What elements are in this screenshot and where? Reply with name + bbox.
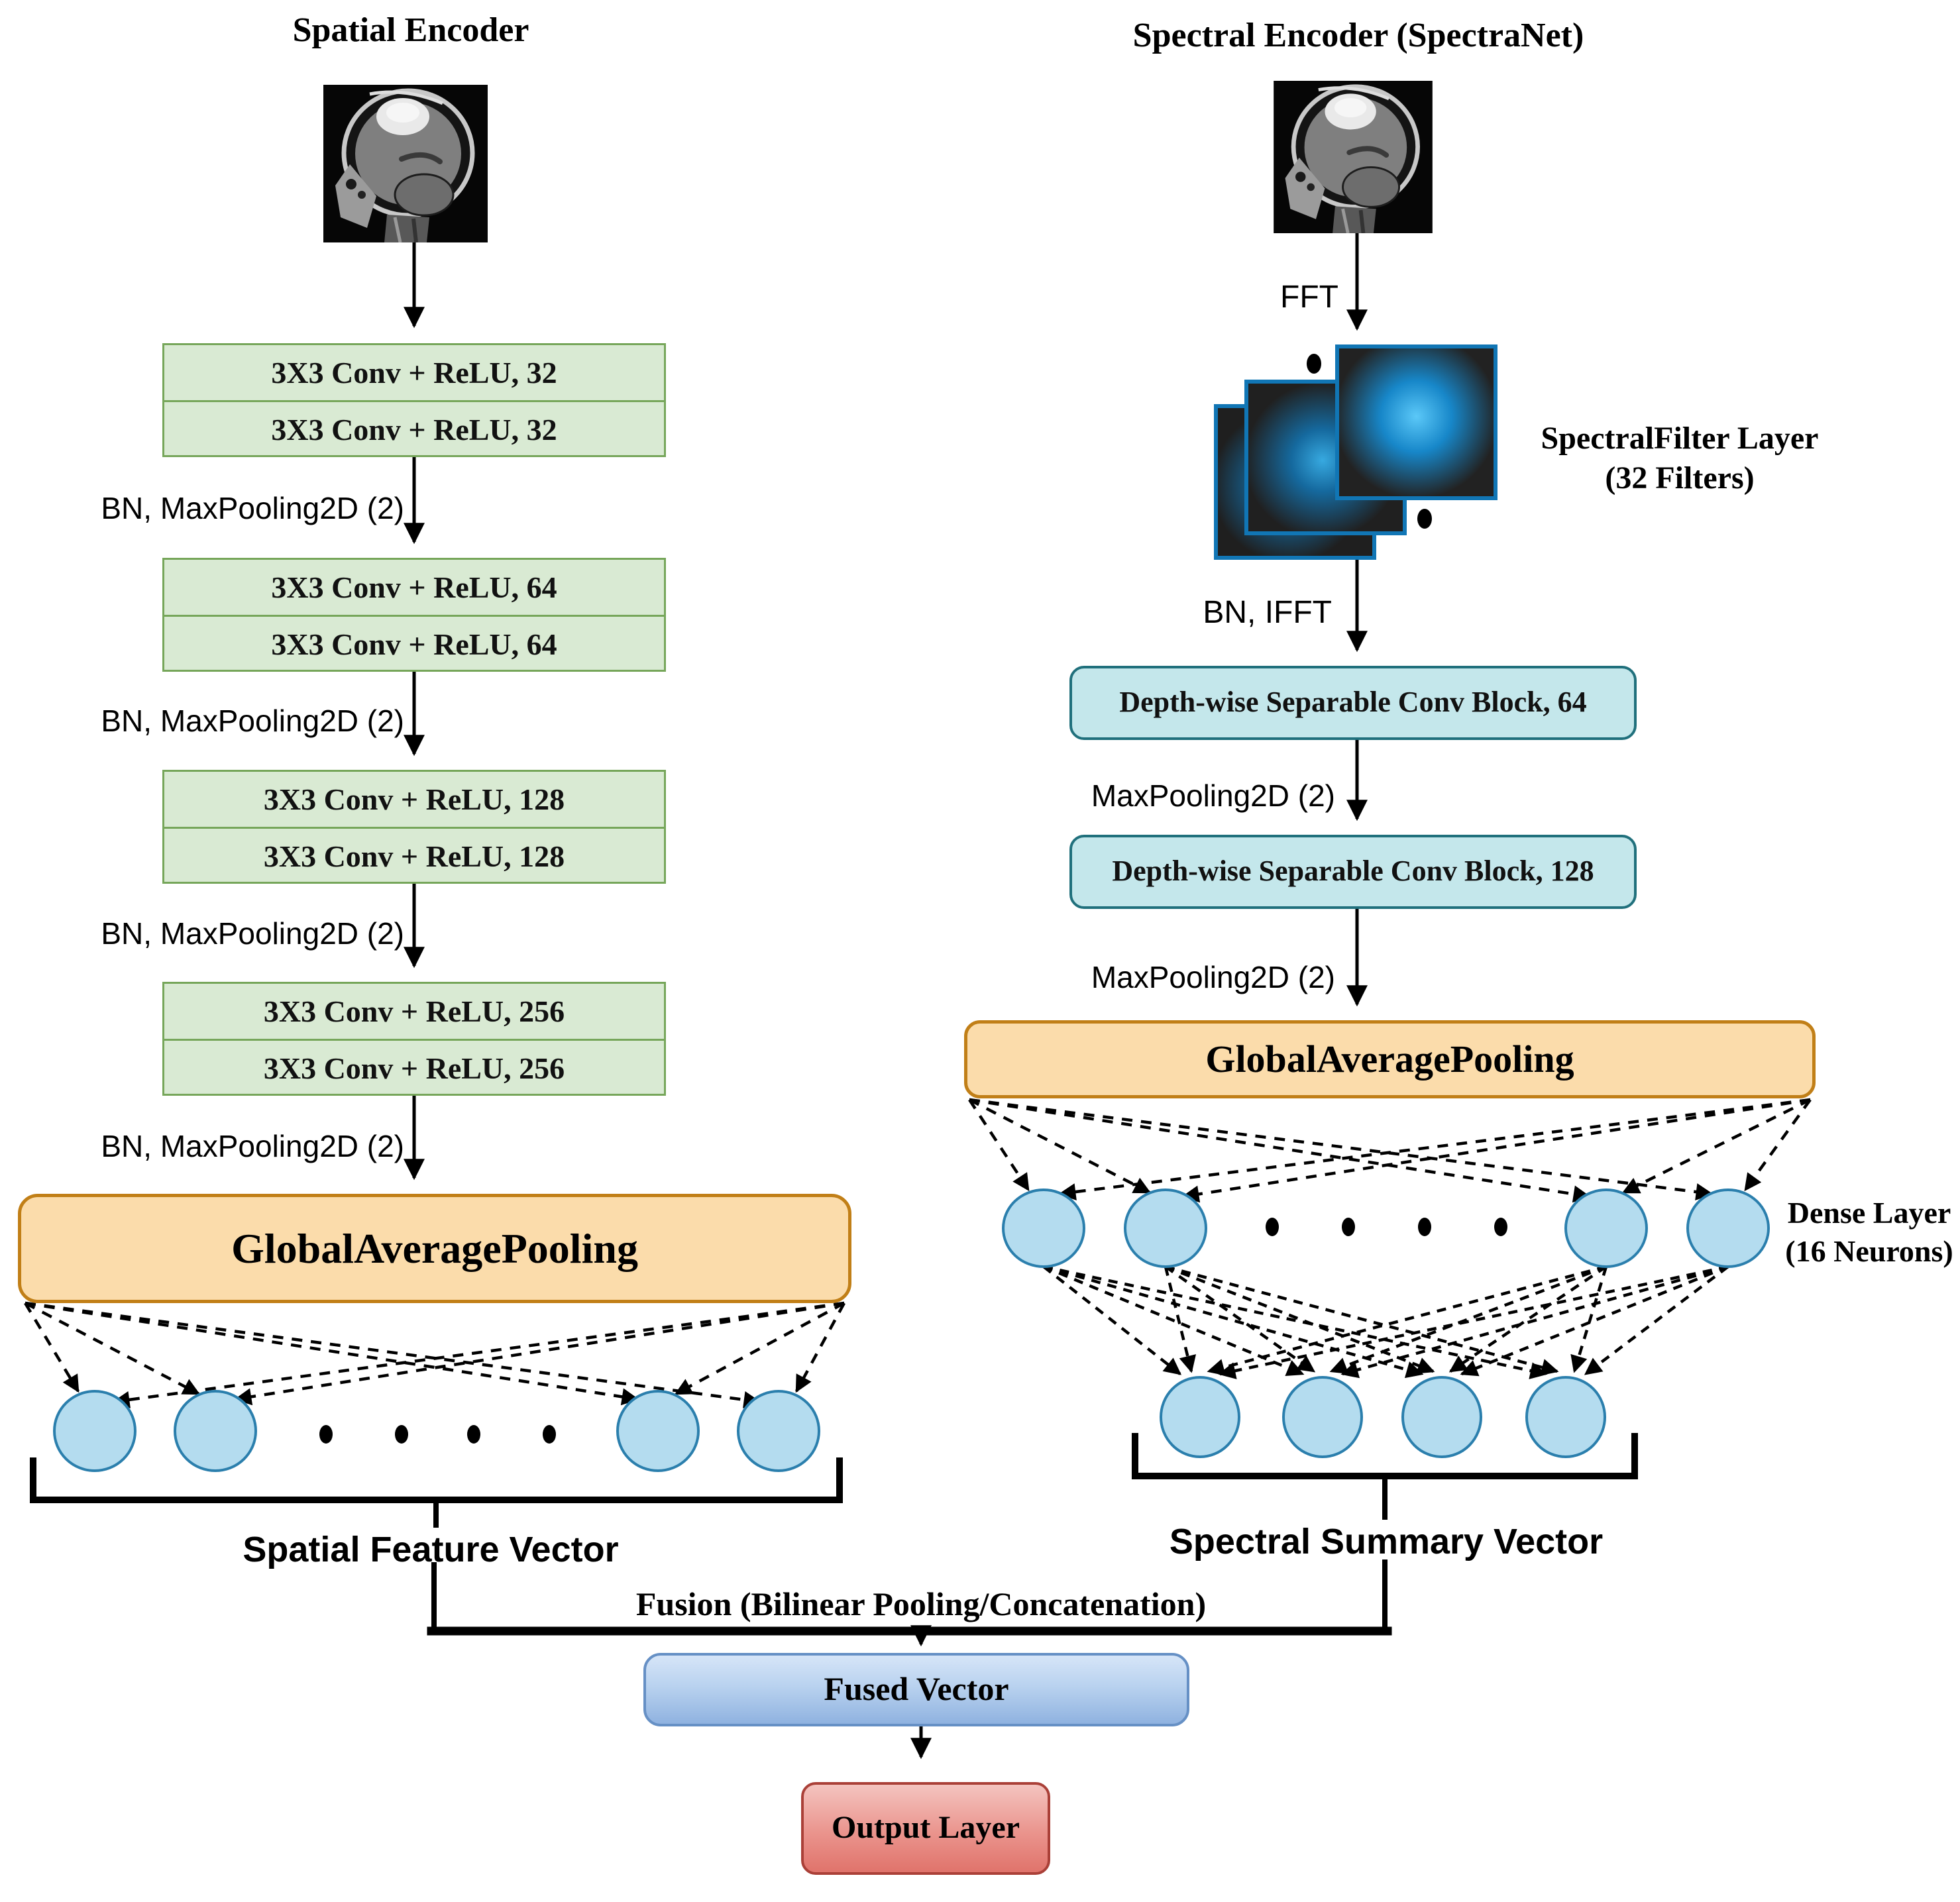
dense-ellipsis-dots <box>1266 1218 1507 1236</box>
solid-flow-arrows <box>404 231 1368 1760</box>
conv-row: 3X3 Conv + ReLU, 256 <box>263 1051 565 1085</box>
dense-row1-neurons <box>1002 1189 1770 1268</box>
conv-row: 3X3 Conv + ReLU, 32 <box>164 345 664 402</box>
spectral-filter-layer-label: SpectralFilter Layer <box>1541 421 1819 456</box>
spectral-gap-box: GlobalAveragePooling <box>964 1020 1816 1098</box>
spectral-filter-front <box>1335 344 1497 500</box>
fusion-label: Fusion (Bilinear Pooling/Concatenation) <box>635 1585 1207 1622</box>
output-layer-box: Output Layer <box>801 1782 1050 1875</box>
conv-row: 3X3 Conv + ReLU, 64 <box>164 560 664 617</box>
spatial-feature-vector-label: Spatial Feature Vector <box>243 1530 619 1569</box>
dw-conv-block-64: Depth-wise Separable Conv Block, 64 <box>1069 666 1637 740</box>
spectral-filter-count-label: (32 Filters) <box>1605 460 1755 496</box>
neuron <box>1124 1189 1207 1268</box>
dense-neurons-label: (16 Neurons) <box>1785 1234 1953 1268</box>
conv-row: 3X3 Conv + ReLU, 256 <box>164 984 664 1041</box>
conv-row: 3X3 Conv + ReLU, 32 <box>271 413 557 447</box>
conv-row: 3X3 Conv + ReLU, 64 <box>271 627 557 661</box>
neuron <box>737 1390 820 1472</box>
neuron <box>53 1390 136 1472</box>
neuron <box>1002 1189 1085 1268</box>
spatial-gap-box: GlobalAveragePooling <box>18 1194 851 1303</box>
pool-label-3: BN, MaxPooling2D (2) <box>101 916 404 951</box>
neuron <box>1686 1189 1770 1268</box>
conv-row: 3X3 Conv + ReLU, 128 <box>164 772 664 829</box>
conv-block-64: 3X3 Conv + ReLU, 64 3X3 Conv + ReLU, 64 <box>162 558 666 672</box>
spectral-summary-vector-label: Spectral Summary Vector <box>1169 1522 1604 1561</box>
dw-conv-block-128: Depth-wise Separable Conv Block, 128 <box>1069 835 1637 909</box>
spatial-encoder-title: Spatial Encoder <box>292 11 529 49</box>
filter-ellipsis-dots <box>1307 354 1432 529</box>
dense-row2-neurons <box>1160 1376 1606 1458</box>
neuron <box>1160 1376 1240 1458</box>
conv-block-256: 3X3 Conv + ReLU, 256 3X3 Conv + ReLU, 25… <box>162 982 666 1096</box>
spectral-encoder-title: Spectral Encoder (SpectraNet) <box>1132 17 1584 54</box>
fft-label: FFT <box>1280 280 1338 315</box>
pool-label-4: BN, MaxPooling2D (2) <box>101 1129 404 1163</box>
neuron <box>616 1390 700 1472</box>
mri-brain-image-spatial <box>323 85 488 243</box>
fused-vector-box: Fused Vector <box>643 1653 1189 1726</box>
bn-ifft-label: BN, IFFT <box>1203 595 1332 630</box>
brackets <box>30 1433 1638 1636</box>
mri-brain-image-spectral <box>1271 81 1435 233</box>
spatial-ellipsis-dots <box>319 1425 556 1444</box>
neuron <box>1564 1189 1648 1268</box>
right-gap-fan <box>968 1098 1812 1203</box>
neuron <box>1401 1376 1482 1458</box>
maxpool-label-1: MaxPooling2D (2) <box>1091 778 1335 813</box>
spatial-vector-bracket <box>30 1457 843 1503</box>
spatial-neurons <box>53 1390 820 1472</box>
pool-label-1: BN, MaxPooling2D (2) <box>101 491 404 525</box>
maxpool-label-2: MaxPooling2D (2) <box>1091 960 1335 994</box>
neuron <box>174 1390 257 1472</box>
conv-row: 3X3 Conv + ReLU, 128 <box>263 839 565 873</box>
neuron <box>1282 1376 1363 1458</box>
neuron <box>1525 1376 1606 1458</box>
conv-block-32: 3X3 Conv + ReLU, 32 3X3 Conv + ReLU, 32 <box>162 343 666 457</box>
dense-layer-label: Dense Layer <box>1787 1196 1951 1230</box>
conv-block-128: 3X3 Conv + ReLU, 128 3X3 Conv + ReLU, 12… <box>162 770 666 884</box>
dense-fan <box>1042 1265 1729 1379</box>
left-gap-fan <box>24 1301 845 1408</box>
pool-label-2: BN, MaxPooling2D (2) <box>101 704 404 738</box>
